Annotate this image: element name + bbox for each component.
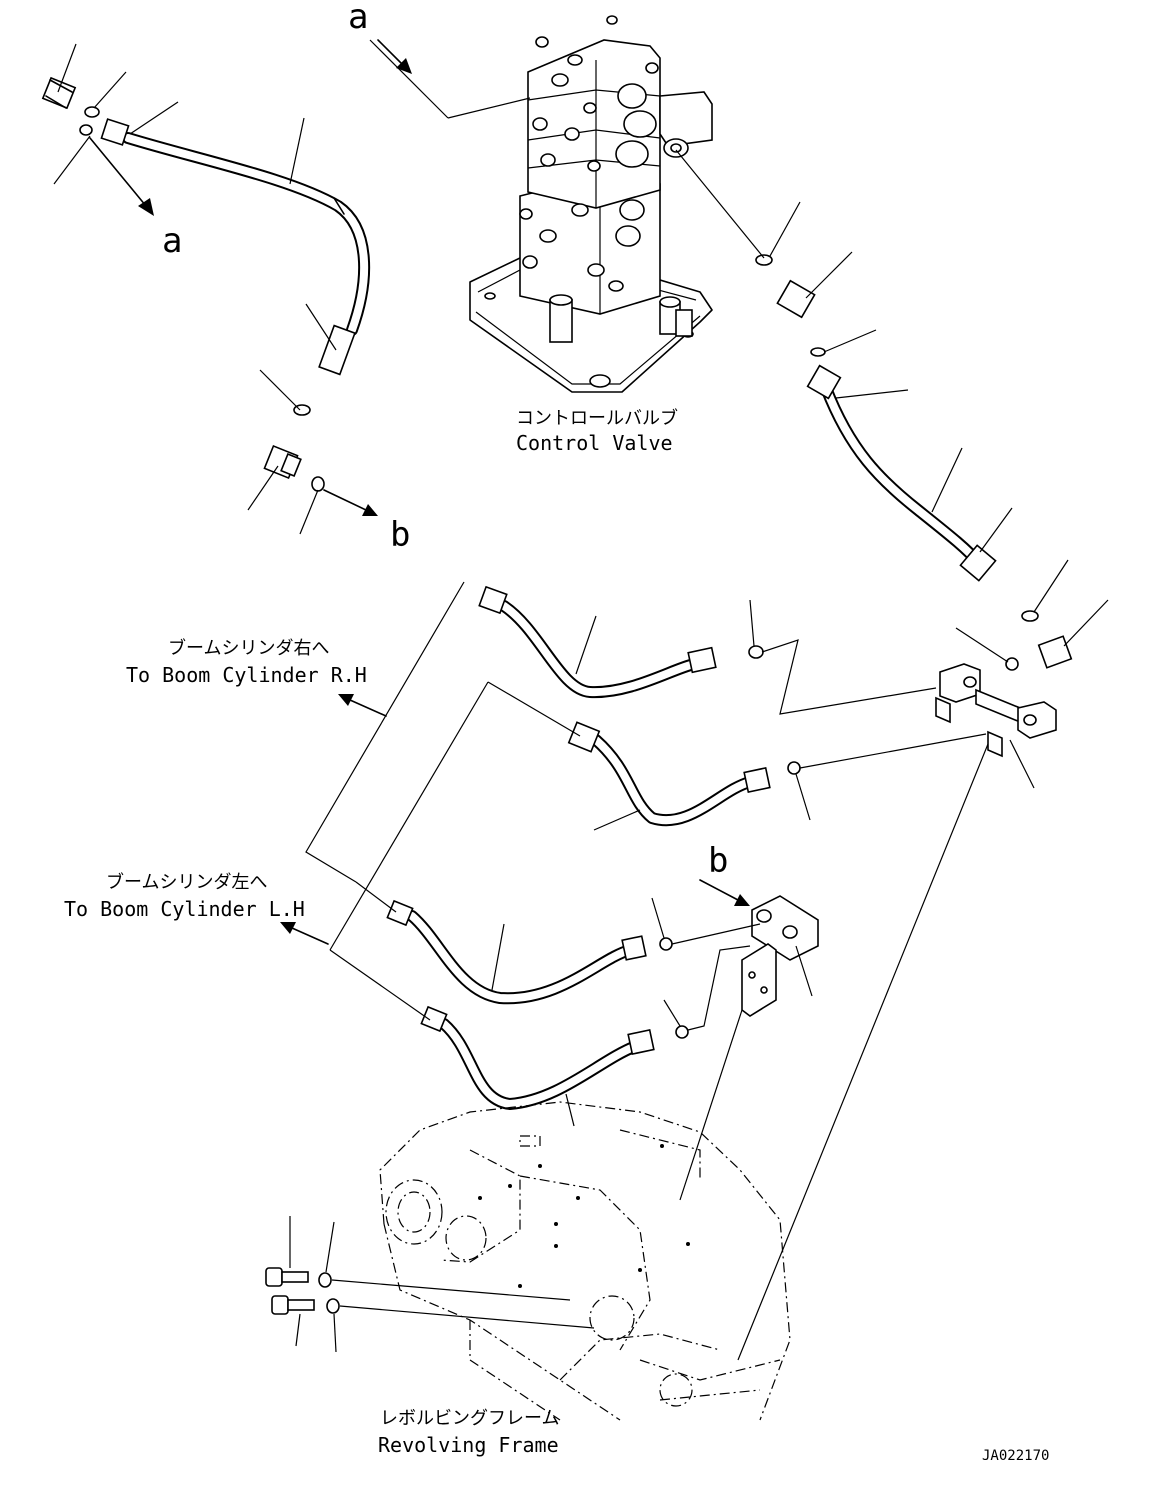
ref-label-b-side: b: [390, 515, 410, 555]
hose-right: [806, 364, 997, 582]
boom-lh-label-en: To Boom Cylinder L.H: [64, 897, 305, 921]
adapter-fitting-top-left: [41, 76, 77, 110]
elbow-fitting-far-right: [1037, 635, 1073, 669]
ref-label-b-block: b: [708, 841, 728, 881]
frame-label-jp: レボルビングフレーム: [380, 1408, 559, 1429]
hose-boom-rh-2: [567, 721, 771, 827]
o-ring-right-2: [810, 347, 826, 357]
boom-lh-label-jp: ブームシリンダ左へ: [106, 871, 267, 893]
ref-label-a-top: a: [348, 0, 368, 37]
control-valve: [469, 15, 713, 393]
o-ring-right-1: [755, 254, 773, 266]
hose-boom-rh-1: [478, 585, 717, 699]
manifold-block-upper: [935, 663, 1057, 758]
o-ring-lh-2: [675, 1025, 689, 1039]
drawing-code: JA022170: [982, 1448, 1049, 1464]
frame-label-en: Revolving Frame: [378, 1433, 559, 1457]
hose-boom-lh-1: [386, 899, 647, 1005]
manifold-block-lower: [741, 895, 819, 1017]
control-valve-label-jp: コントロールバルブ: [516, 407, 678, 429]
bolt-lower: [271, 1295, 315, 1315]
control-valve-label-en: Control Valve: [516, 431, 673, 455]
leader-lines: [53, 39, 1109, 1361]
ref-label-a-side: a: [162, 221, 182, 261]
hose-upper-left: [100, 118, 371, 376]
o-ring-rh-1: [748, 645, 764, 659]
elbow-fitting-right: [776, 279, 816, 319]
o-ring-right-3: [1021, 610, 1039, 622]
o-ring-b-left: [311, 476, 325, 492]
o-ring-rh-2: [787, 761, 801, 775]
o-ring-top-left-2: [79, 124, 93, 136]
arrows: [89, 39, 750, 945]
elbow-fitting-left: [263, 444, 302, 480]
revolving-frame: [379, 1101, 791, 1421]
boom-rh-label-jp: ブームシリンダ右へ: [168, 637, 329, 659]
o-ring-top-left-1: [84, 106, 100, 118]
o-ring-right-4: [1005, 657, 1019, 671]
boom-rh-label-en: To Boom Cylinder R.H: [126, 663, 367, 687]
o-ring-lh-1: [659, 937, 673, 951]
bolt-upper: [265, 1267, 309, 1287]
washer-lower: [326, 1298, 340, 1314]
washer-upper: [318, 1272, 332, 1288]
hose-boom-lh-2: [420, 1005, 655, 1110]
